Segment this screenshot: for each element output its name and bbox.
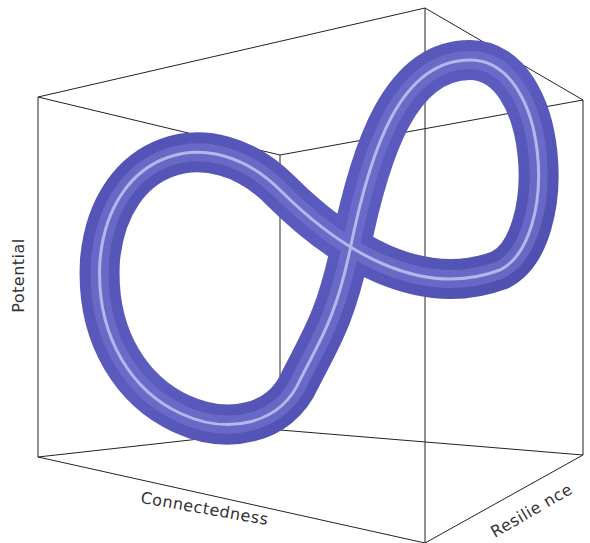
axis-label: Connectedness xyxy=(140,487,271,528)
axis-label: Resilie nce xyxy=(488,479,576,541)
axis-label: Potential xyxy=(9,238,28,313)
box-wireframe xyxy=(38,8,583,543)
figure-eight-ribbon xyxy=(100,60,539,424)
